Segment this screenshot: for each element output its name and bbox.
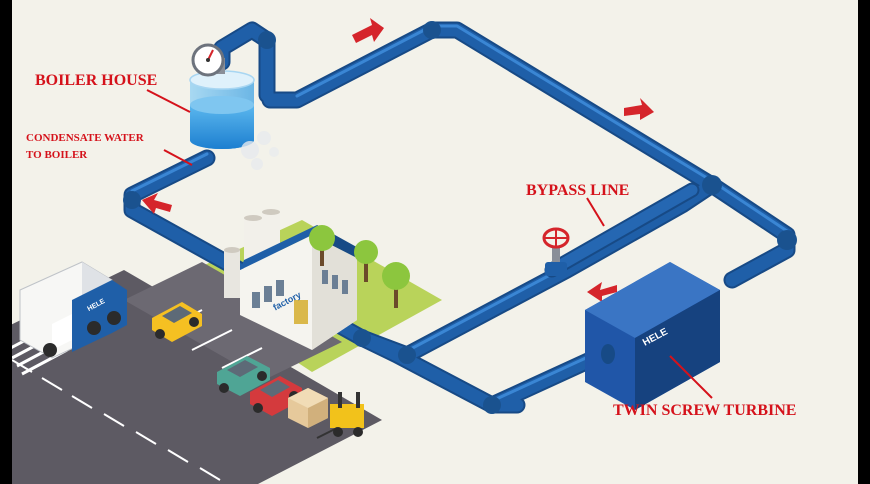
parking-lot — [124, 262, 342, 380]
pipe-highlight — [130, 24, 789, 403]
parked-cars — [152, 302, 302, 416]
label-bypass-line: BYPASS LINE — [526, 182, 630, 199]
label-condensate-line1: CONDENSATE WATER — [26, 132, 144, 144]
diagram-canvas: BOILER HOUSE CONDENSATE WATER TO BOILER … — [12, 0, 858, 484]
cargo-boxes — [288, 388, 328, 428]
label-boiler-house: BOILER HOUSE — [35, 72, 158, 89]
trees — [309, 225, 410, 308]
pressure-gauge-icon — [191, 43, 225, 77]
factory-building — [224, 209, 362, 350]
forklift — [316, 392, 364, 439]
label-twin-screw-turbine: TWIN SCREW TURBINE — [613, 402, 797, 419]
water-tank-icon — [189, 70, 279, 170]
label-condensate-line2: TO BOILER — [26, 149, 88, 161]
pipe-bypass-body — [546, 184, 698, 276]
pipe-joints — [123, 21, 797, 414]
flow-arrow-icon — [142, 18, 654, 302]
valve-wheel-icon — [542, 227, 570, 276]
diagram-illustration — [12, 18, 797, 484]
leader-lines — [146, 89, 713, 399]
delivery-truck — [19, 261, 127, 359]
